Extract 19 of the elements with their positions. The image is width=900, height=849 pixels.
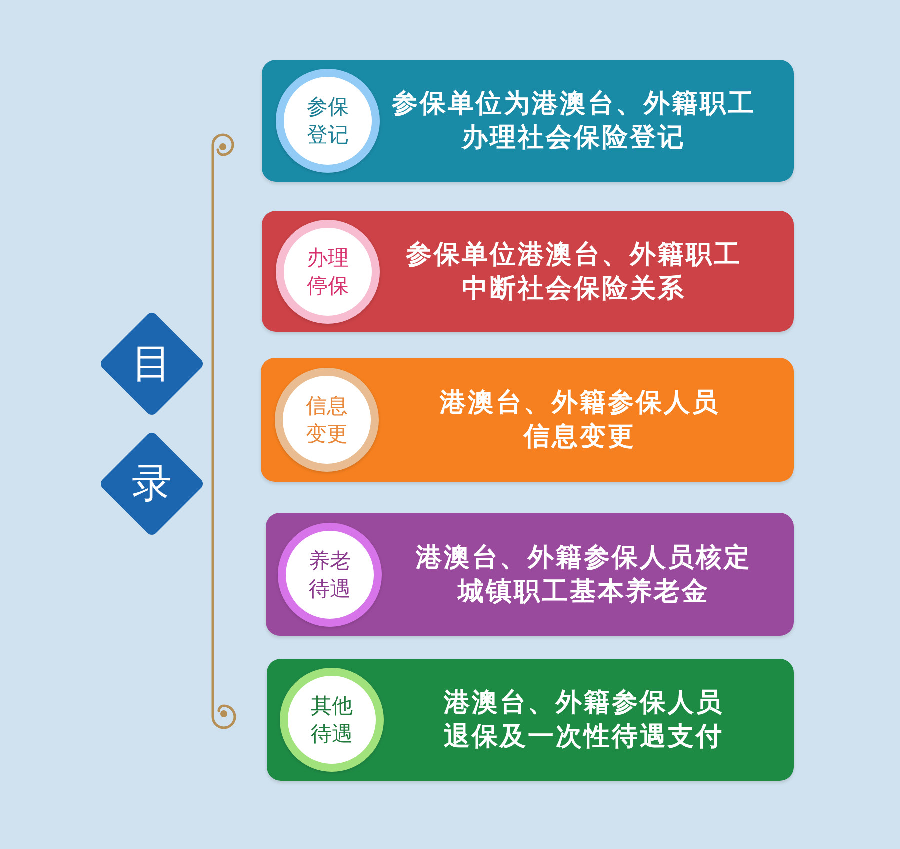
- topic-banner: [262, 60, 794, 182]
- topic-description: 港澳台、外籍参保人员信息变更: [438, 387, 721, 454]
- circle-label: 办理停保: [306, 244, 350, 300]
- circle-label: 信息变更: [305, 393, 349, 448]
- topic-banner: [261, 358, 794, 482]
- topic-description: 港澳台、外籍参保人员核定城镇职工基本养老金: [414, 542, 753, 608]
- topic-description: 港澳台、外籍参保人员退保及一次性待遇支付: [442, 687, 725, 754]
- diamond-tile: [101, 313, 203, 415]
- heading-text: 目: [132, 340, 172, 388]
- topic-description: 参保单位港澳台、外籍职工中断社会保险关系: [404, 238, 743, 306]
- circle-label: 养老待遇: [308, 548, 352, 602]
- diamond-tile: [101, 433, 203, 535]
- circle-label: 其他待遇: [310, 693, 354, 748]
- topic-banner: [266, 513, 794, 636]
- heading-text: 录: [132, 460, 172, 508]
- circle-label: 参保登记: [306, 94, 350, 149]
- topic-banner: [267, 659, 794, 781]
- topic-description: 参保单位为港澳台、外籍职工办理社会保险登记: [390, 88, 757, 155]
- topic-banner: [262, 211, 794, 332]
